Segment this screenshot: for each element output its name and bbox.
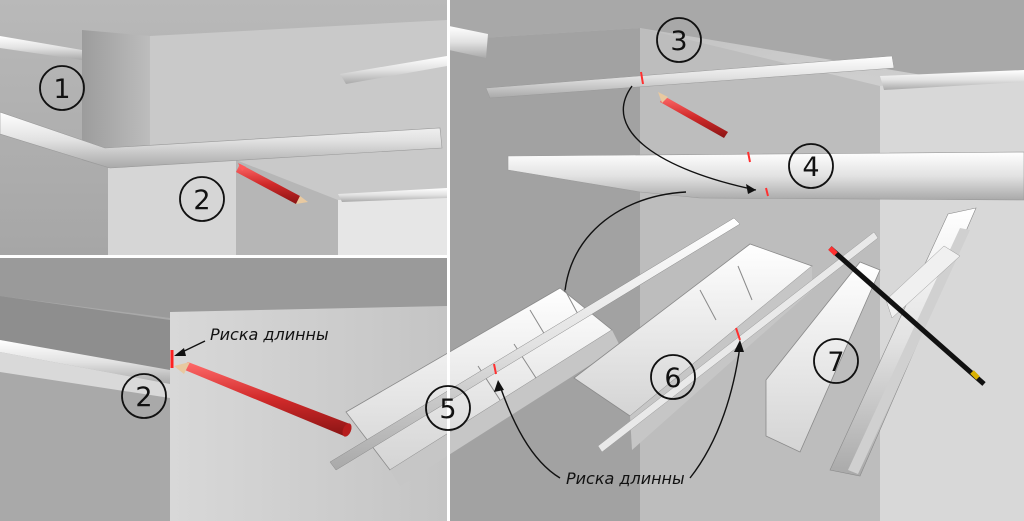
step-number: 5 [439,394,456,425]
pencil-icon [236,163,308,204]
step-badge: 1 [39,65,85,111]
panel-cutting [329,0,1024,521]
step-badge: 2 [121,373,167,419]
panel-mark-length [0,258,447,521]
step-badge: 4 [788,143,834,189]
panel-ceiling-corner [0,0,447,256]
step-number: 2 [135,382,152,413]
pencil-icon [174,362,352,437]
step-badge: 2 [179,176,225,222]
callout-length-mark-bottom: Риска длинны [494,340,744,488]
hacksaw-icon [828,246,986,386]
step-badge: 6 [650,354,696,400]
step-badge: 5 [425,385,471,431]
callout-label: Риска длинны [210,325,329,344]
step-number: 6 [664,363,681,394]
panel-divider [447,0,450,521]
step-number: 1 [53,74,70,105]
miter-box-icon [573,231,879,453]
step-badge: 3 [656,17,702,63]
step-number: 4 [802,152,819,183]
panel-divider [0,255,447,258]
callout-length-mark-top: Риска длинны [174,325,329,356]
step-badge: 7 [813,338,859,384]
step-number: 7 [827,347,844,378]
step-number: 2 [193,185,210,216]
callout-label: Риска длинны [566,469,685,488]
pencil-icon [658,92,728,138]
step-number: 3 [670,26,687,57]
miter-box-icon [765,207,977,477]
